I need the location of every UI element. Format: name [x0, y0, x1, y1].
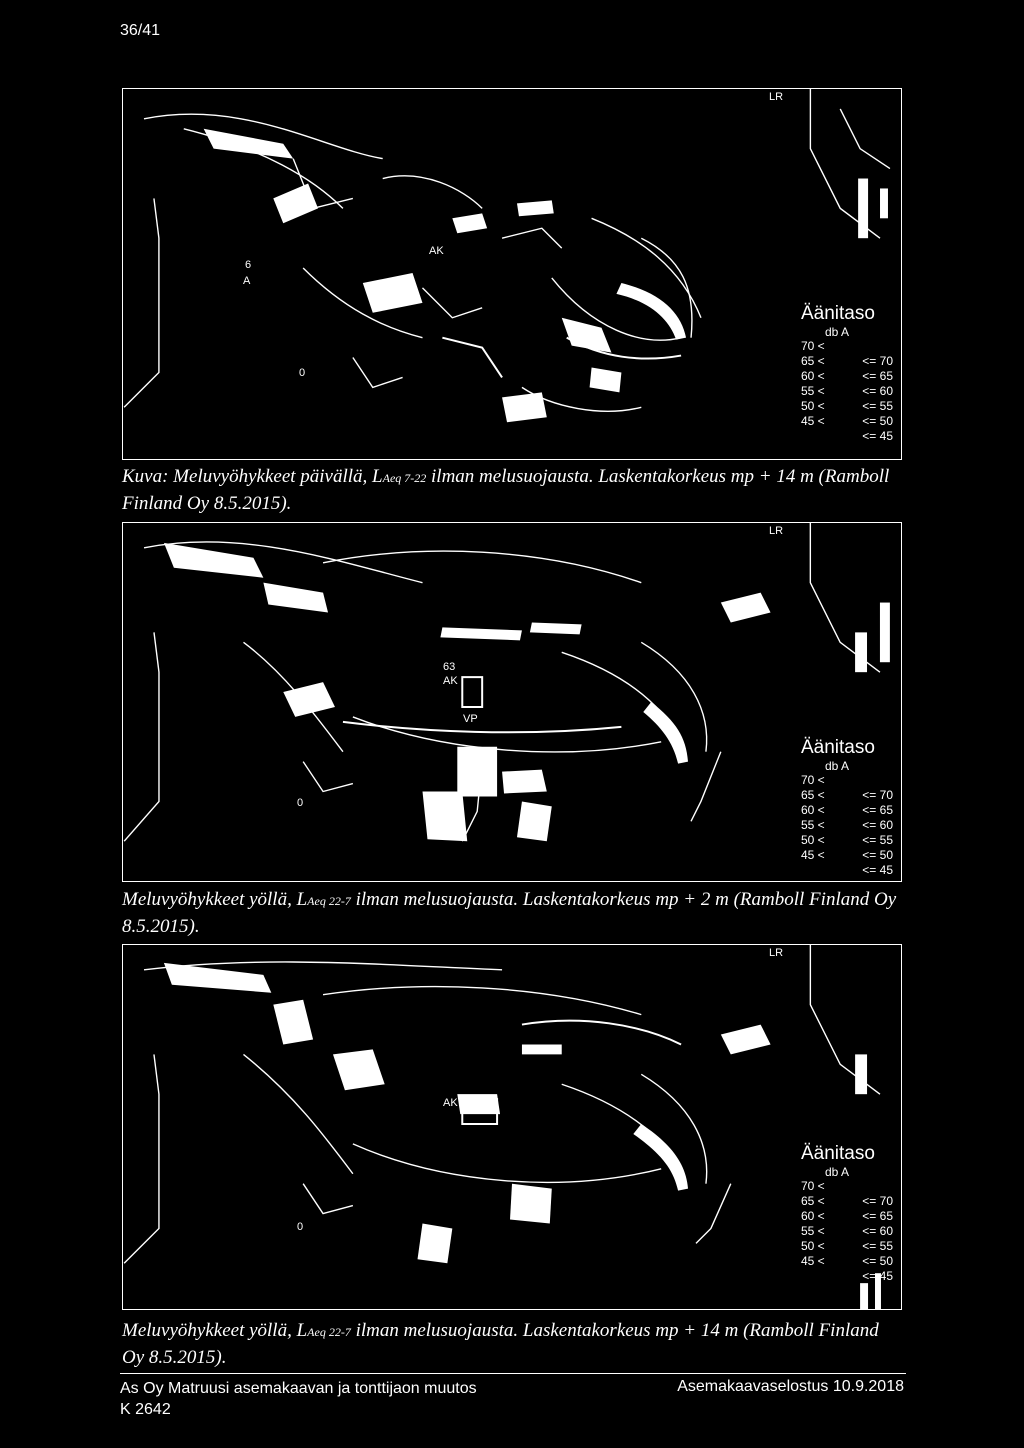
- footer-title: As Oy Matruusi asemakaavan ja tonttijaon…: [120, 1380, 477, 1397]
- zone-label-ak: AK: [443, 675, 458, 687]
- footer-document-date: Asemakaavaselostus 10.9.2018: [677, 1378, 904, 1395]
- legend-row: 55 <<= 60: [801, 1224, 893, 1238]
- zone-label-lr: LR: [769, 91, 784, 103]
- legend-row: 45 <<= 50: [801, 414, 893, 428]
- noise-legend: Äänitaso db A 70 < 65 <<= 70 60 <<= 65 5…: [801, 737, 893, 878]
- legend-row: 60 <<= 65: [801, 369, 893, 383]
- page-number: 36/41: [120, 22, 161, 39]
- zone-label-6: 6: [245, 259, 252, 271]
- legend-row: 70 <: [801, 339, 825, 353]
- map-drawing: [123, 945, 881, 1309]
- legend-row: 60 <<= 65: [801, 1209, 893, 1223]
- noise-map-day-14m: AK LR 6 A 0 Äänitaso db A 70 < 65 <<= 70…: [122, 88, 902, 460]
- legend-unit: db A: [825, 1165, 850, 1179]
- zone-label-vp: VP: [463, 713, 478, 725]
- legend-title: Äänitaso: [801, 1143, 875, 1164]
- legend-row: 55 <<= 60: [801, 818, 893, 832]
- legend-row: 60 <<= 65: [801, 803, 893, 817]
- zone-label-ak: AK: [429, 245, 444, 257]
- map-drawing: [123, 89, 891, 423]
- zone-label-ak: AK: [443, 1097, 458, 1109]
- legend-row: 50 <<= 55: [801, 833, 893, 847]
- noise-map-night-14m: AK LR 0 Äänitaso db A 70 < 65 <<= 70 60 …: [122, 944, 902, 1310]
- zone-label-63: 63: [443, 661, 456, 673]
- footer-code: K 2642: [120, 1401, 171, 1418]
- legend-unit: db A: [825, 759, 850, 773]
- zone-label-lr: LR: [769, 525, 784, 537]
- legend-unit: db A: [825, 325, 850, 339]
- map-drawing: [123, 523, 890, 842]
- legend-row: 70 <: [801, 773, 825, 787]
- legend-row: <= 45: [862, 429, 893, 443]
- map-caption-2: Meluvyöhykkeet yöllä, LAeq 22-7 ilman me…: [122, 889, 897, 937]
- noise-legend: Äänitaso db A 70 < 65 <<= 70 60 <<= 65 5…: [801, 1143, 893, 1284]
- legend-row: 70 <: [801, 1179, 825, 1193]
- legend-row: 50 <<= 55: [801, 1239, 893, 1253]
- legend-row: 55 <<= 60: [801, 384, 893, 398]
- noise-legend: Äänitaso db A 70 < 65 <<= 70 60 <<= 65 5…: [801, 303, 893, 444]
- zone-label-0: 0: [297, 797, 304, 809]
- zone-label-0: 0: [299, 367, 306, 379]
- legend-row: 45 <<= 50: [801, 848, 893, 862]
- legend-title: Äänitaso: [801, 303, 875, 324]
- zone-label-lr: LR: [769, 947, 784, 959]
- footer-left: As Oy Matruusi asemakaavan ja tonttijaon…: [120, 1378, 477, 1420]
- legend-row: 65 <<= 70: [801, 354, 893, 368]
- noise-map-night-2m: 63 AK VP LR 0 Äänitaso db A 70 < 65 <<= …: [122, 522, 902, 882]
- map-caption-3: Meluvyöhykkeet yöllä, LAeq 22-7 ilman me…: [122, 1320, 879, 1368]
- legend-title: Äänitaso: [801, 737, 875, 758]
- zone-label-0: 0: [297, 1221, 304, 1233]
- legend-row: 45 <<= 50: [801, 1254, 893, 1268]
- legend-row: <= 45: [862, 1269, 893, 1283]
- legend-row: 65 <<= 70: [801, 788, 893, 802]
- footer-divider: [120, 1373, 906, 1374]
- legend-row: 65 <<= 70: [801, 1194, 893, 1208]
- legend-row: <= 45: [862, 863, 893, 877]
- legend-row: 50 <<= 55: [801, 399, 893, 413]
- map-caption-1: Kuva: Meluvyöhykkeet päivällä, LAeq 7-22…: [122, 466, 890, 514]
- zone-label-a: A: [243, 275, 251, 287]
